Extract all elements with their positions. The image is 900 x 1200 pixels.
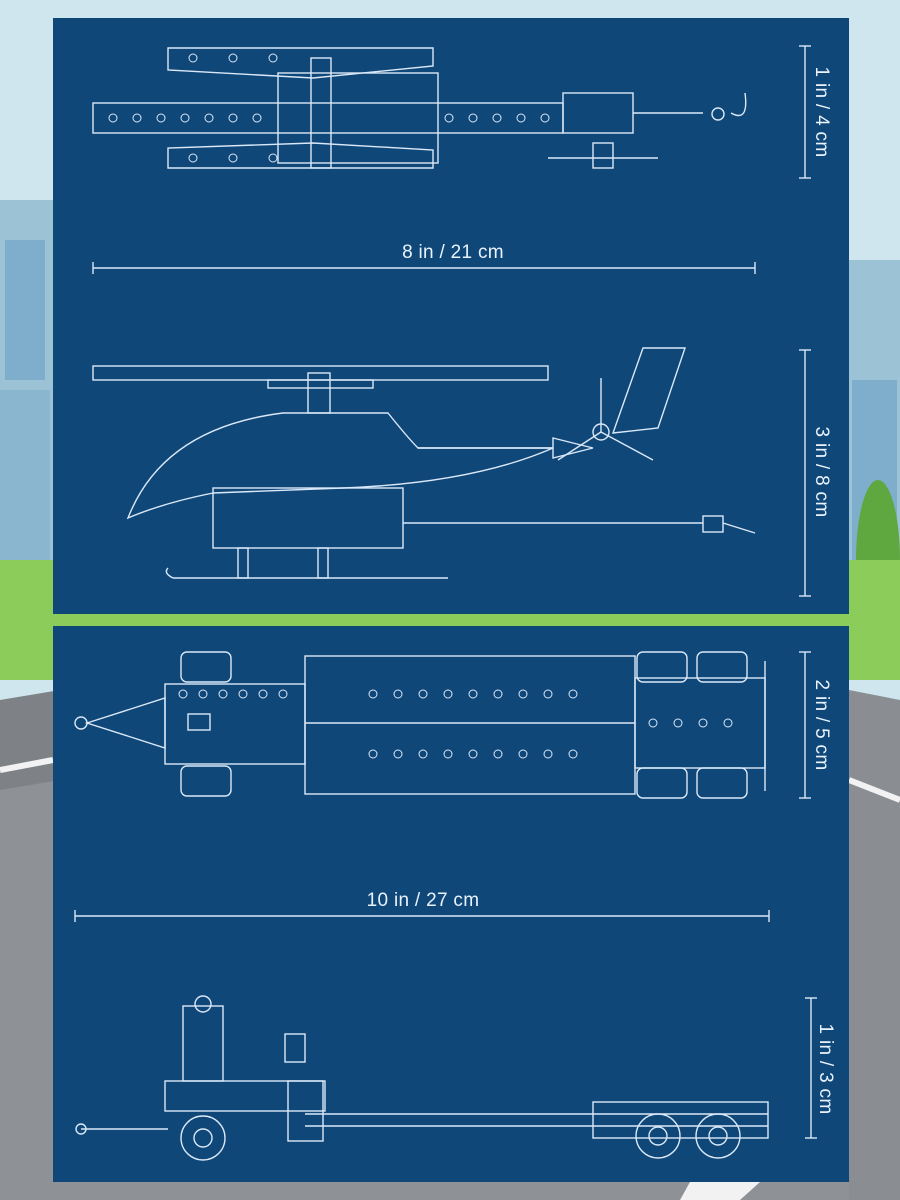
helicopter-drawing (92, 45, 811, 597)
helicopter-top-height-label: 1 in / 4 cm (811, 66, 832, 158)
helicopter-side-view (92, 347, 756, 579)
helicopter-panel: 8 in / 21 cm 1 in / 4 cm 3 in / 8 cm (53, 18, 849, 614)
helicopter-top-view (92, 47, 747, 169)
trailer-top-view (74, 651, 766, 799)
helicopter-side-height-label: 3 in / 8 cm (811, 426, 832, 518)
trailer-length-label: 10 in / 27 cm (366, 890, 480, 911)
trailer-panel: 10 in / 27 cm 2 in / 5 cm 1 in / 3 cm (53, 626, 849, 1182)
trailer-drawing (74, 651, 817, 1161)
trailer-side-view (75, 995, 769, 1161)
helicopter-length-label: 8 in / 21 cm (402, 242, 504, 263)
trailer-height-label: 1 in / 3 cm (815, 1023, 836, 1115)
trailer-width-label: 2 in / 5 cm (811, 679, 832, 771)
